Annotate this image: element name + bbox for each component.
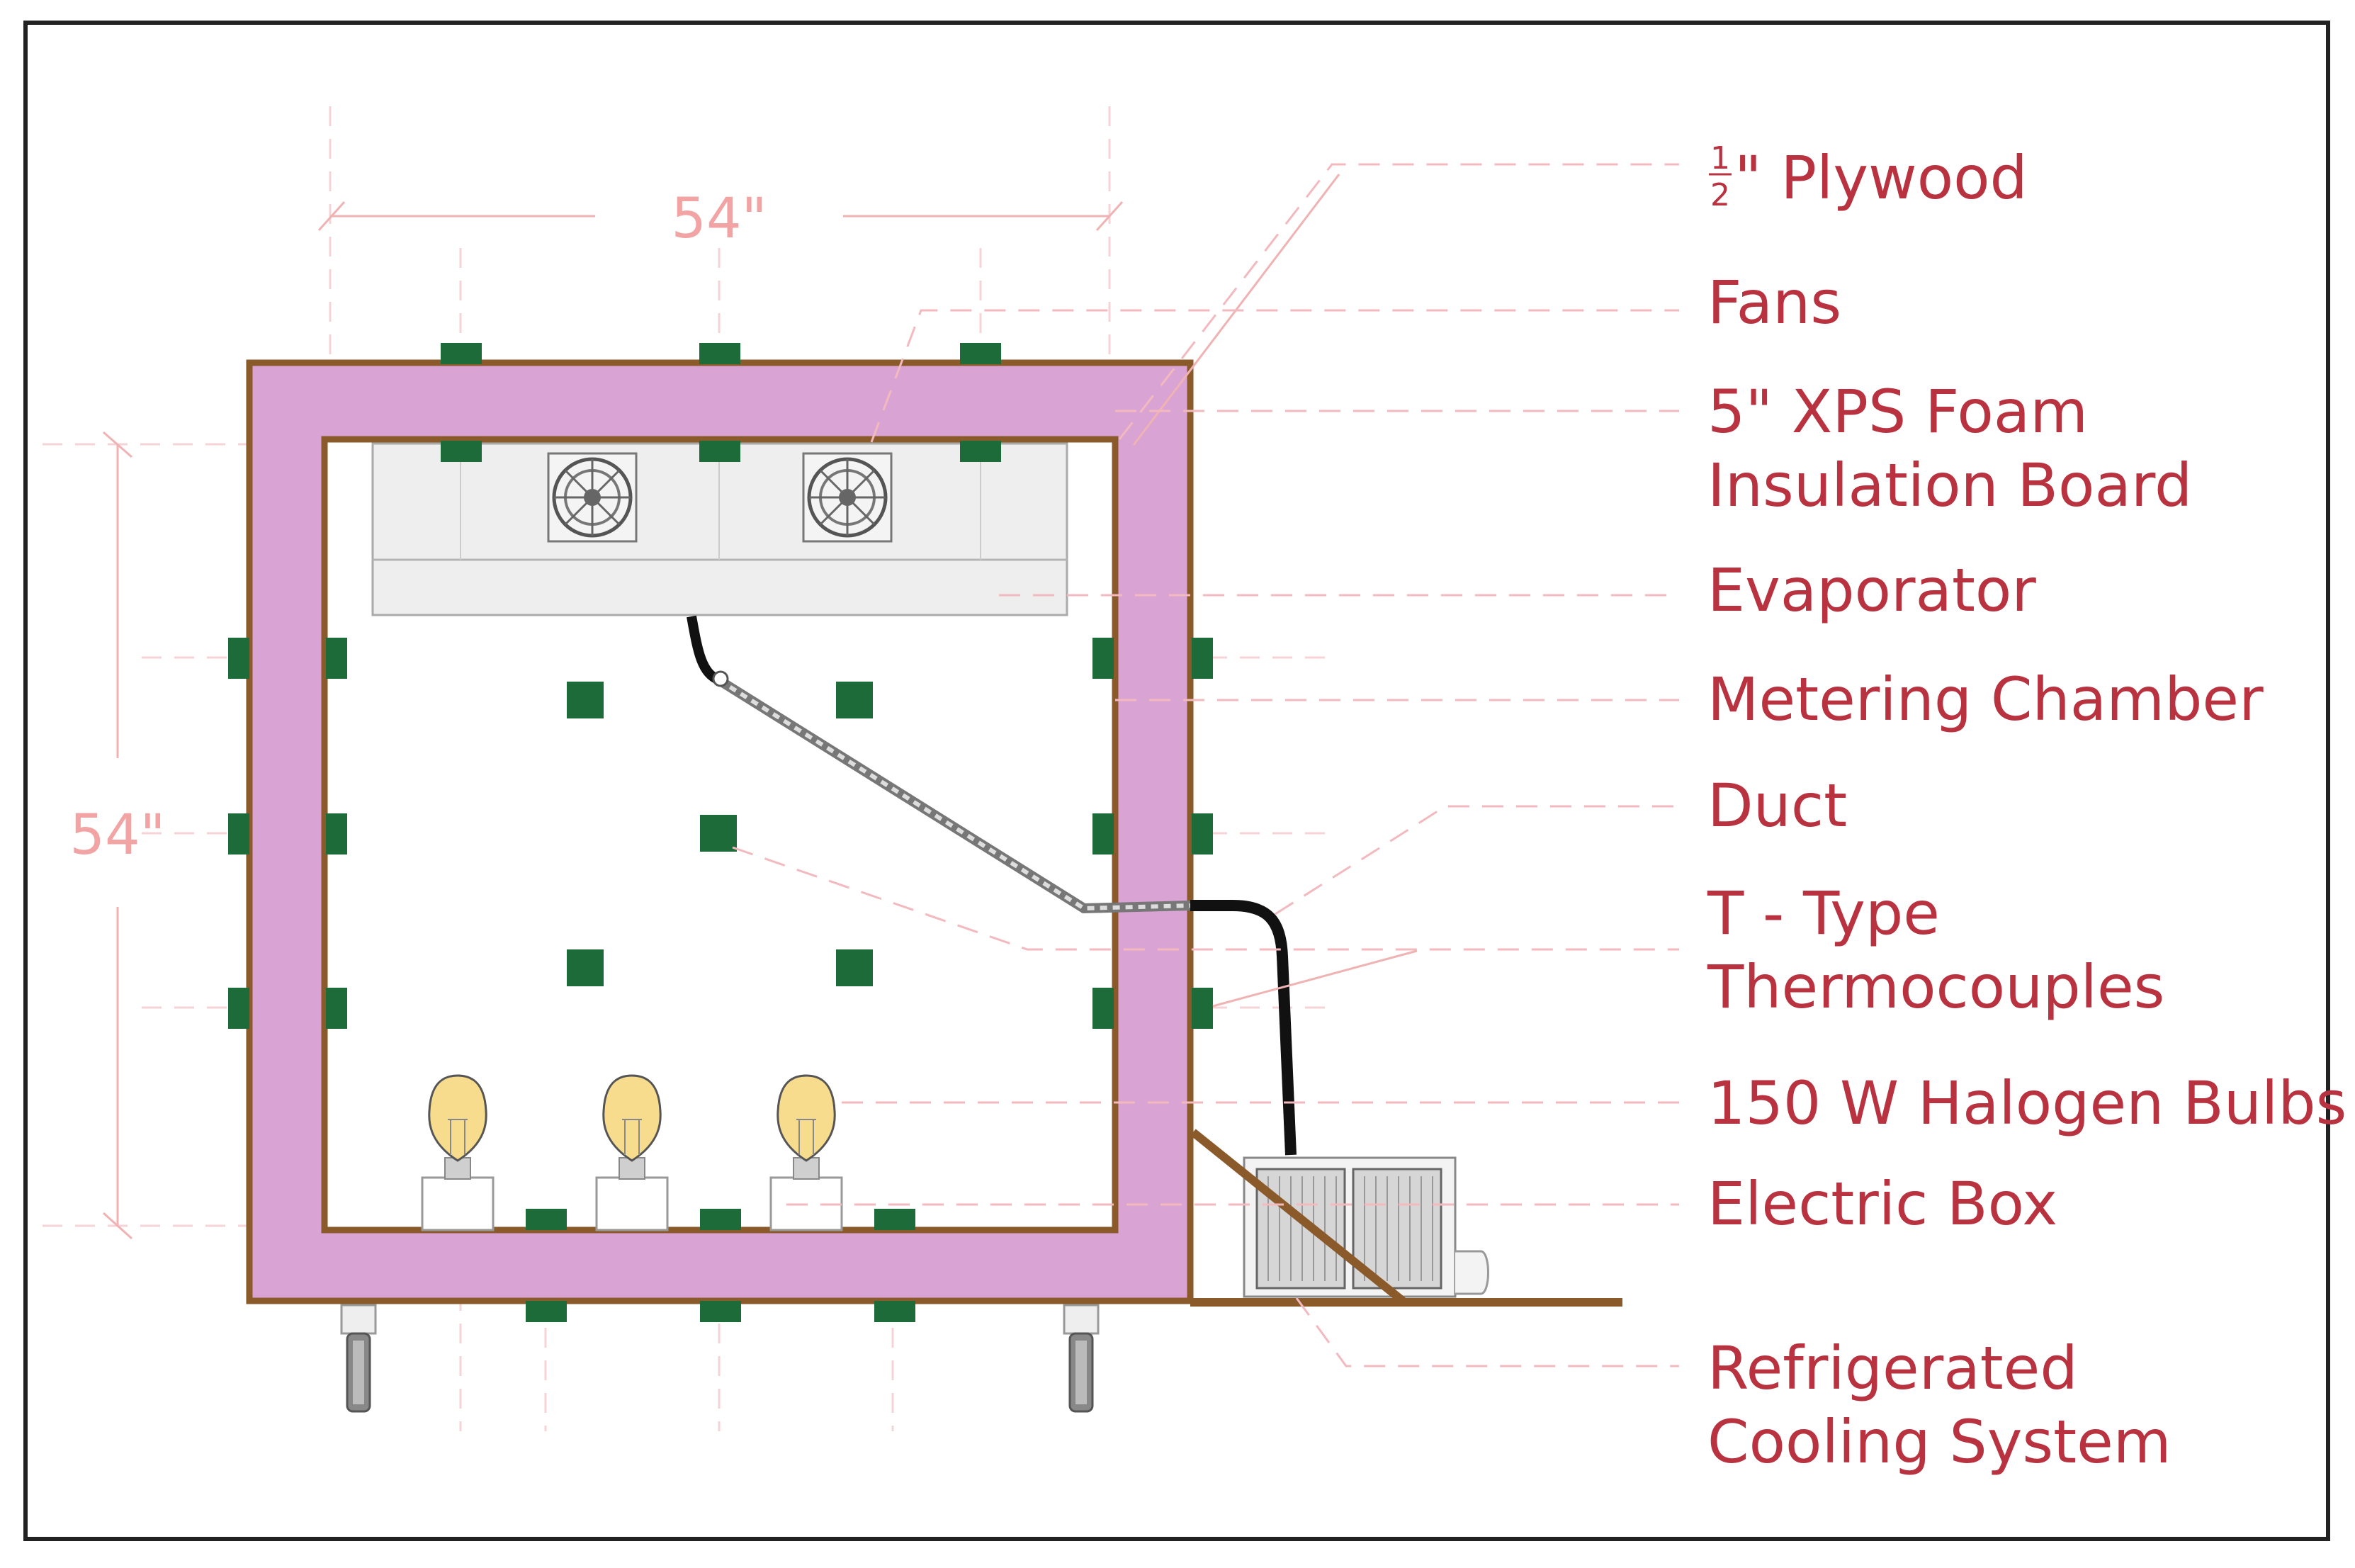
halogen-bulb xyxy=(769,1074,843,1231)
thermocouple-sensors xyxy=(228,343,1213,1322)
label-evaporator: Evaporator xyxy=(1707,555,2036,625)
width-dimension: 54" xyxy=(317,187,1124,251)
label-duct: Duct xyxy=(1707,771,1847,840)
evaporator-unit xyxy=(371,442,1068,616)
label-xps-line2: Insulation Board xyxy=(1707,451,2192,520)
leader-lines xyxy=(732,163,1679,1367)
label-fans: Fans xyxy=(1707,268,1841,337)
halogen-bulb xyxy=(421,1074,495,1231)
height-dimension: 54" xyxy=(69,431,166,1240)
label-cooling-line1: Refrigerated xyxy=(1707,1333,2078,1403)
label-plywood: " Plywood xyxy=(1734,143,2028,213)
label-thermo-line2: Thermocouples xyxy=(1707,952,2164,1022)
plywood-fraction-denominator: 2 xyxy=(1710,177,1730,213)
height-dimension-label: 54" xyxy=(69,803,165,867)
label-electric-box: Electric Box xyxy=(1707,1169,2057,1239)
label-xps-line1: 5" XPS Foam xyxy=(1707,377,2088,446)
halogen-bulb xyxy=(595,1074,669,1231)
refrigerated-cooling-system xyxy=(1243,1156,1489,1298)
support-brace xyxy=(1190,1129,1406,1304)
label-metering-chamber: Metering Chamber xyxy=(1707,665,2264,734)
caster-wheel xyxy=(340,1304,377,1413)
label-halogen-bulbs: 150 W Halogen Bulbs xyxy=(1707,1068,2346,1138)
plywood-fraction-numerator: 1 xyxy=(1710,140,1730,176)
caster-wheel xyxy=(1063,1304,1100,1413)
width-dimension-label: 54" xyxy=(671,187,767,251)
label-thermo-line1: T - Type xyxy=(1707,879,1940,948)
label-cooling-line2: Cooling System xyxy=(1707,1407,2172,1477)
duct xyxy=(687,615,1297,1156)
fan-icon xyxy=(547,452,638,543)
fan-icon xyxy=(802,452,893,543)
